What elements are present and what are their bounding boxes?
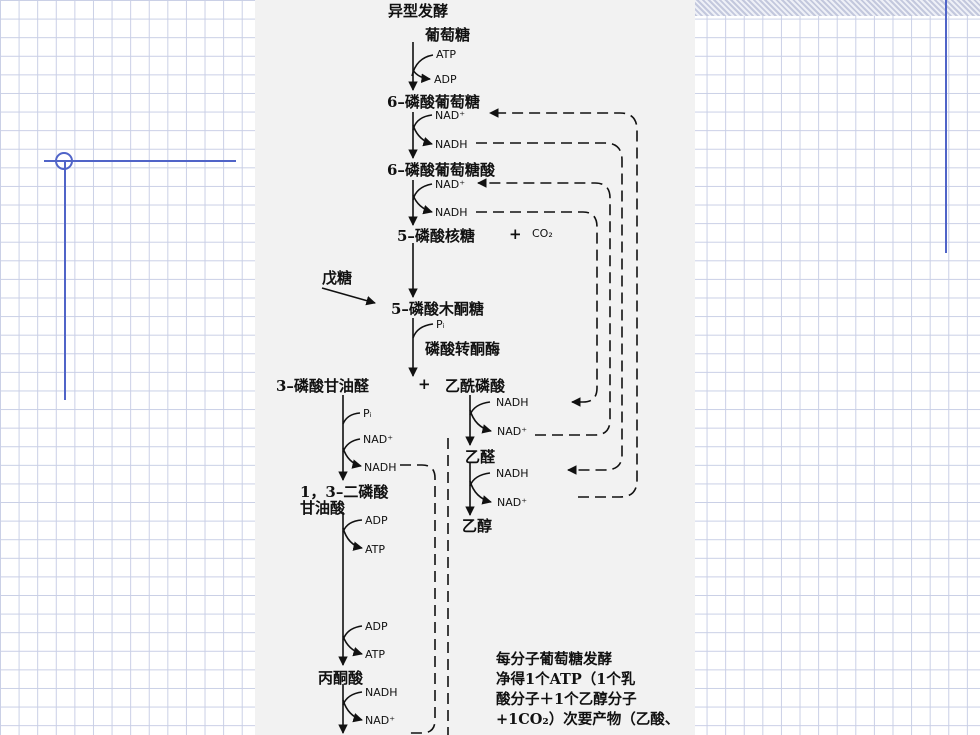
curve-pi-left: [342, 412, 361, 425]
dashed-loop-2: [476, 142, 623, 475]
cofactor-nadh-6: NADH: [496, 467, 529, 480]
label-g3p: 3–磷酸甘油醛: [276, 377, 369, 395]
curve-nadh-2: [412, 194, 433, 215]
note-line-1: 每分子葡萄糖发酵: [496, 651, 612, 668]
cofactor-atp-3: ATP: [365, 648, 386, 661]
curve-atp-left-2: [342, 635, 363, 657]
label-bpg-line1: 1，3–二磷酸: [300, 483, 389, 501]
decor-vertical-line-right: [945, 0, 947, 253]
curve-atp-in: [411, 54, 434, 77]
cofactor-nadh-2: NADH: [435, 206, 468, 219]
label-pyruvate: 丙酮酸: [318, 669, 364, 687]
label-bpg-line2: 甘油酸: [300, 499, 346, 517]
arrow-pentose: [321, 287, 376, 306]
label-pentose: 戊糖: [322, 269, 353, 287]
cofactor-nadh-1: NADH: [435, 138, 468, 151]
cofactor-co2: CO₂: [532, 227, 553, 240]
plus-sign-1: +: [509, 225, 522, 243]
cofactor-nadplus-4: NAD⁺: [365, 714, 396, 727]
label-ethanol: 乙醇: [462, 517, 493, 535]
label-acetaldehyde: 乙醛: [465, 448, 496, 466]
cofactor-atp-2: ATP: [365, 543, 386, 556]
yield-note: 每分子葡萄糖发酵 净得1个ATP（1个乳 酸分子＋1个乙醇分子 +1CO₂）次要…: [496, 650, 701, 730]
curve-adp-left-2: [342, 625, 363, 641]
cofactor-adp-2: ADP: [365, 514, 388, 527]
cofactor-nadplus-5: NAD⁺: [497, 425, 528, 438]
curve-nadp-right-2: [469, 480, 492, 505]
curve-nadp-left-2: [342, 699, 363, 723]
curve-nadh-left: [342, 447, 362, 469]
curve-nadh-right-1: [469, 401, 491, 416]
corner-hatch-pattern: [695, 0, 980, 16]
curve-nadp-right-1: [469, 409, 492, 434]
label-g6p: 6–磷酸葡萄糖: [387, 93, 480, 111]
curve-nadh-left-2: [342, 691, 363, 706]
cofactor-nadh-5: NADH: [496, 396, 529, 409]
plus-sign-2: +: [418, 375, 431, 393]
note-line-3: 酸分子＋1个乙醇分子: [496, 691, 637, 708]
label-glucose: 葡萄糖: [425, 26, 471, 44]
curve-pi: [412, 323, 434, 339]
cofactor-nadplus-3: NAD⁺: [363, 433, 394, 446]
cofactor-pi-2: Pᵢ: [363, 407, 372, 420]
label-x5p: 5–磷酸木酮糖: [391, 300, 484, 318]
label-pg6: 6–磷酸葡萄糖酸: [387, 161, 495, 179]
dashed-loop-3: [477, 178, 611, 436]
decor-vertical-line-left: [64, 160, 66, 400]
label-phosphoketolase: 磷酸转酮酶: [425, 340, 501, 358]
label-acetylp: 乙酰磷酸: [445, 377, 506, 395]
cofactor-pi-1: Pᵢ: [436, 318, 445, 331]
cofactor-adp-1: ADP: [434, 73, 457, 86]
curve-nadp-1: [412, 114, 433, 131]
label-r5p: 5–磷酸核糖: [397, 227, 475, 245]
decor-horizontal-line: [44, 160, 236, 162]
cofactor-atp-1: ATP: [436, 48, 457, 61]
note-line-2: 净得1个ATP（1个乳: [496, 671, 636, 688]
curve-nadp-2: [412, 183, 433, 201]
dashed-loop-left: [400, 464, 436, 734]
curve-adp-out: [412, 69, 431, 84]
note-line-4: +1CO₂）次要产物（乙酸、: [496, 711, 680, 728]
diagram-title: 异型发酵: [388, 2, 449, 20]
cofactor-nadplus-1: NAD⁺: [435, 109, 466, 122]
cofactor-nadh-4: NADH: [365, 686, 398, 699]
curve-nadh-1: [412, 124, 433, 147]
decor-circle-icon: [55, 152, 73, 170]
cofactor-nadplus-6: NAD⁺: [497, 496, 528, 509]
cofactor-nadplus-2: NAD⁺: [435, 178, 466, 191]
dashed-loop-1: [489, 108, 638, 498]
cofactor-adp-3: ADP: [365, 620, 388, 633]
dashed-loop-4: [476, 211, 598, 407]
cofactor-nadh-3: NADH: [364, 461, 397, 474]
curve-adp-left-1: [342, 519, 363, 533]
curve-atp-left-1: [342, 527, 363, 551]
curve-nadh-right-2: [469, 472, 491, 487]
curve-nadp-left: [342, 438, 361, 453]
